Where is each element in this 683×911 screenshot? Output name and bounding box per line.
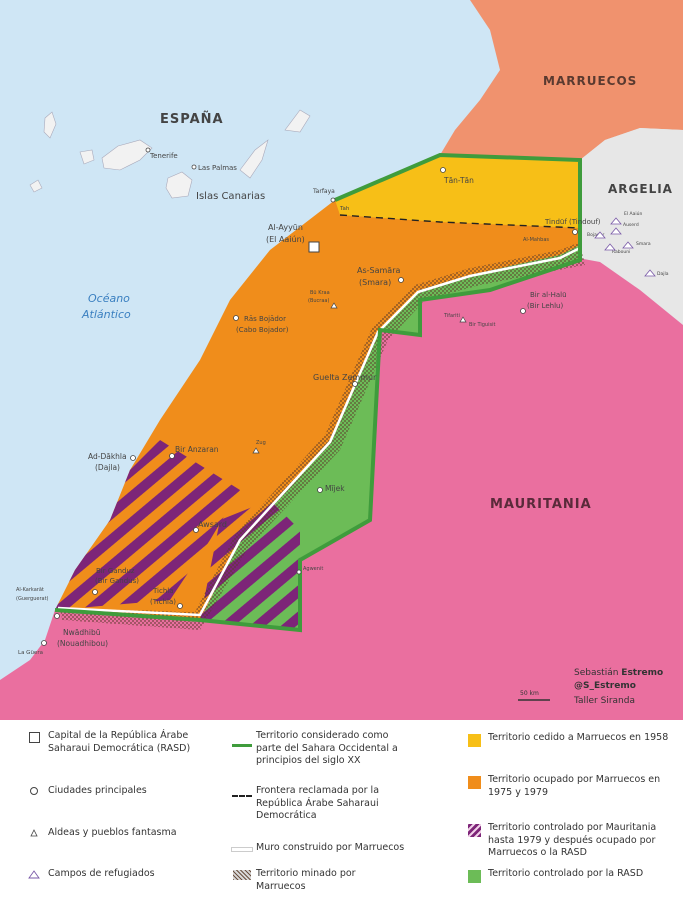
legend-villages: Aldeas y pueblos fantasma (20, 827, 205, 840)
city-dot-nouadhibou (54, 613, 60, 619)
city-dot-guelta (352, 381, 358, 387)
camp-5 (644, 269, 656, 277)
camp-3 (622, 241, 634, 249)
city-dot-bojador (233, 315, 239, 321)
green-line-icon (232, 744, 252, 747)
legend-historic-border: Territorio considerado como parte del Sa… (228, 730, 408, 768)
city-markers (41, 147, 578, 646)
yellow-swatch-icon (467, 734, 481, 747)
city-dot-smara (398, 277, 404, 283)
white-line-icon (231, 847, 253, 852)
legend-capital-text: Capital de la República Árabe Saharaui D… (48, 730, 191, 754)
city-dot-tenerife (145, 147, 151, 153)
city-dot-birenzaran (169, 453, 175, 459)
canary-islands (29, 109, 311, 199)
city-dot-bircandus (92, 589, 98, 595)
algeria-area (578, 128, 683, 325)
city-dot-tantan (440, 167, 446, 173)
legend-occupied: Territorio ocupado por Marruecos en 1975… (460, 774, 670, 799)
legend-capital: Capital de la República Árabe Saharaui D… (20, 730, 205, 755)
camp-6 (594, 231, 606, 239)
circle-icon (30, 787, 38, 795)
ceded-1958-territory (335, 155, 580, 228)
triangle-icon (30, 829, 38, 837)
legend-claimed-border-text: Frontera reclamada por la República Árab… (256, 785, 380, 821)
map (0, 0, 683, 720)
stripe-swatch-icon (467, 824, 481, 837)
refugee-camp-markers (594, 217, 656, 277)
dashed-line-icon (232, 795, 252, 797)
legend-minefield: Territorio minado por Marruecos (228, 868, 408, 893)
sahara-historic-border (54, 152, 582, 633)
legend-camps-text: Campos de refugiados (48, 868, 155, 879)
legend-claimed-border: Frontera reclamada por la República Árab… (228, 785, 408, 823)
map-markers (41, 147, 656, 646)
legend-wall: Muro construido por Marruecos (228, 842, 408, 855)
legend-historic-border-text: Territorio considerado como parte del Sa… (256, 730, 398, 766)
city-dot-laguera (41, 640, 47, 646)
legend-cities: Ciudades principales (20, 785, 205, 798)
legend-ceded-text: Territorio cedido a Marruecos en 1958 (488, 732, 669, 743)
village-markers (252, 302, 467, 454)
village-tifariti (459, 316, 467, 323)
village-zug (252, 447, 260, 454)
legend-wall-text: Muro construido por Marruecos (256, 842, 405, 853)
square-icon (28, 732, 40, 743)
green-swatch-icon (467, 870, 481, 883)
city-dot-birlehlu (520, 308, 526, 314)
city-dot-tindouf (572, 229, 578, 235)
legend: Capital de la República Árabe Saharaui D… (0, 722, 683, 911)
minefield-icon (233, 870, 251, 880)
legend-minefield-text: Territorio minado por Marruecos (256, 868, 356, 892)
legend-cities-text: Ciudades principales (48, 785, 147, 796)
city-dot-awsard (193, 527, 199, 533)
village-bucraa (330, 302, 338, 309)
legend-occupied-text: Territorio ocupado por Marruecos en 1975… (488, 774, 661, 798)
city-dot-laspalmas (191, 164, 197, 170)
mauritania-area (0, 258, 683, 720)
legend-rasd: Territorio controlado por la RASD (460, 868, 670, 883)
camp-4 (604, 243, 616, 251)
camp-1 (610, 217, 622, 225)
city-dot-dakhla (130, 455, 136, 461)
orange-swatch-icon (467, 776, 481, 789)
morocco-area (440, 0, 683, 170)
city-dot-tarfaya (330, 197, 336, 203)
mauritania-controlled-stripes-2 (200, 500, 300, 630)
legend-villages-text: Aldeas y pueblos fantasma (48, 827, 177, 838)
rasd-claimed-border (339, 214, 581, 229)
legend-rasd-text: Territorio controlado por la RASD (488, 868, 644, 879)
mauritania-controlled-stripes-1 (55, 440, 240, 610)
city-dot-tichla (177, 603, 183, 609)
city-dot-mijek (317, 487, 323, 493)
legend-ceded: Territorio cedido a Marruecos en 1958 (460, 732, 670, 747)
camp-2 (610, 227, 622, 235)
legend-mauritania-controlled-text: Territorio controlado por Mauritania has… (488, 822, 657, 858)
legend-mauritania-controlled: Territorio controlado por Mauritania has… (460, 822, 670, 860)
capital-marker (308, 241, 320, 253)
city-dot-agwenit (296, 569, 302, 575)
legend-camps: Campos de refugiados (20, 868, 205, 881)
tent-icon (28, 870, 40, 879)
